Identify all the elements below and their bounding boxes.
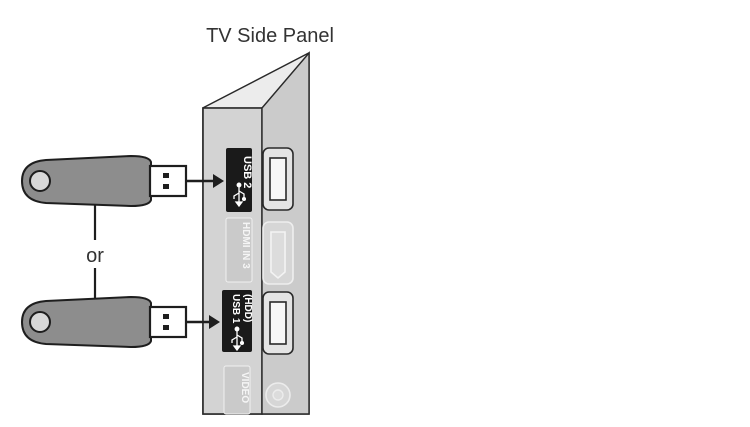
video-label-text: VIDEO	[239, 372, 250, 403]
usb1-port-socket	[269, 301, 287, 345]
usb1-port	[262, 291, 294, 355]
usb-flash-drive-icon	[20, 154, 188, 208]
usb2-label-text: USB 2	[241, 156, 253, 188]
hdmi-port	[262, 221, 294, 285]
video-port	[265, 382, 291, 408]
usb-symbol-icon	[231, 326, 245, 352]
usb-flash-drive-icon	[20, 295, 188, 349]
hdmi-port-socket	[270, 231, 286, 280]
arrow-right-icon	[186, 315, 220, 329]
video-label-plate	[223, 365, 251, 415]
usb-symbol-icon	[233, 182, 247, 208]
usb2-label-plate	[226, 148, 252, 212]
video-port-center	[272, 389, 284, 401]
connector-or-label: or	[86, 245, 104, 267]
usb2-port	[262, 147, 294, 211]
usb2-port-socket	[269, 157, 287, 201]
usb1-label-plate	[222, 290, 252, 352]
usb1-label-text-line2: (HDD)	[242, 294, 253, 322]
hdmi-port-label: HDMI IN 3	[225, 217, 253, 283]
hdmi-label-plate	[225, 217, 253, 283]
usb1-label-text-line1: USB 1	[230, 294, 241, 324]
arrow-right-icon	[186, 174, 224, 188]
usb2-port-label: USB 2	[226, 148, 253, 212]
video-port-label: VIDEO	[223, 365, 251, 415]
usb1-port-label: USB 1 (HDD)	[222, 290, 253, 352]
diagram-title: TV Side Panel	[206, 25, 334, 47]
hdmi-label-text: HDMI IN 3	[240, 222, 251, 269]
